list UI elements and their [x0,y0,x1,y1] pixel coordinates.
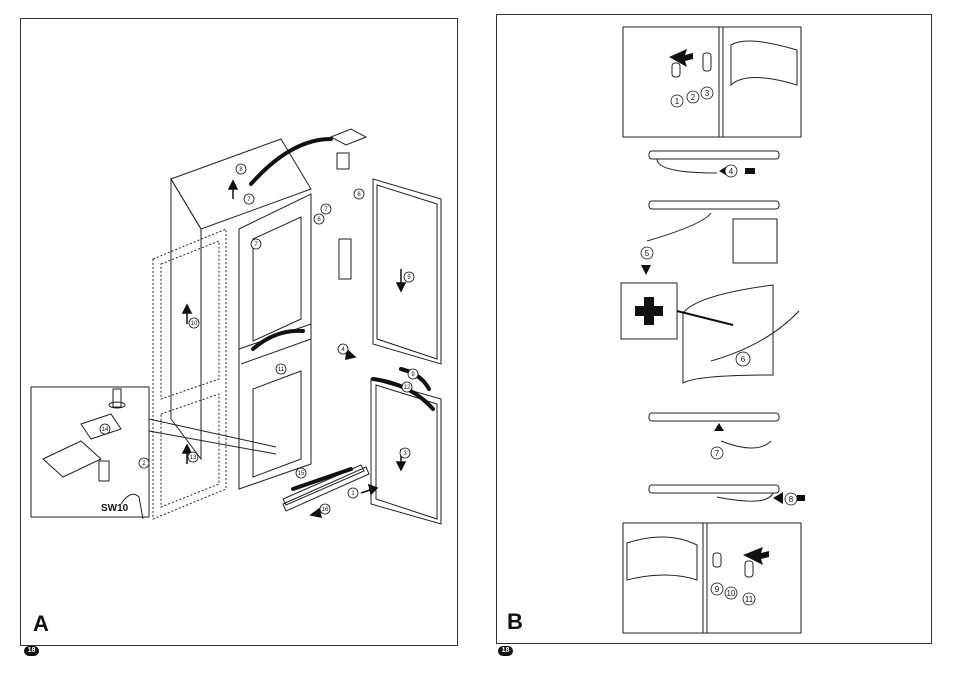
inset-bottom [623,523,801,633]
callout-text-13: 13 [190,455,197,461]
page-number-left: 18 [24,646,39,656]
page-number-right: 18 [498,646,513,656]
arrow-5 [641,265,651,275]
handle-4 [657,159,717,173]
callout-b-text-4: 4 [729,167,734,176]
callout-text-14: 14 [102,427,109,433]
door-edge-7 [649,413,779,421]
callout-b-text-10: 10 [727,589,736,598]
door-edge-4 [649,151,779,159]
hinge-detail-box [31,387,149,517]
callout-text-10: 10 [191,321,198,327]
top-cover [331,129,366,145]
callout-b-text-5: 5 [645,249,650,258]
callout-b-text-2: 2 [691,93,696,102]
lower-compartment [253,371,301,477]
callout-text-16: 16 [322,507,329,513]
arrow-4-tail [745,168,755,174]
hinge-top [337,153,349,169]
arrow-11-curve [253,331,303,349]
cabinet-front [239,194,311,489]
door-edge-5 [649,201,779,209]
callout-text-11: 11 [278,367,285,373]
handle-7 [721,441,771,448]
handle-8 [717,493,773,501]
callout-b-text-11: 11 [745,595,754,604]
callout-b-text-1: 1 [675,97,680,106]
callout-b-text-3: 3 [705,89,710,98]
panel-b-illustration: 1 2 3 4 5 6 7 8 9 10 11 [497,15,931,643]
arrow-8-head [773,492,783,504]
handle-5 [647,213,711,241]
door-edge-8 [649,485,779,493]
hinge-plate [339,239,351,279]
callout-b-text-9: 9 [715,585,720,594]
panel-a: 8 7 7 7 6 6 5 4 10 11 9 12 13 3 1 2 15 1… [20,18,458,646]
upper-compartment [253,217,301,341]
callout-text-12: 12 [404,385,411,391]
inset-top [623,27,801,137]
panel-letter-b: B [507,609,523,635]
upper-door [373,179,441,364]
inset-handle-5 [733,219,777,263]
decor-frame [153,229,226,519]
arrow-6 [711,311,799,361]
tool-label: SW10 [101,503,128,514]
callout-b-text-8: 8 [789,495,794,504]
panel-letter-a: A [33,611,49,637]
callout-b-text-7: 7 [715,449,720,458]
panel-a-illustration: 8 7 7 7 6 6 5 4 10 11 9 12 13 3 1 2 15 1… [21,19,457,645]
callout-text-15: 15 [298,471,305,477]
callout-b-text-6: 6 [741,355,746,364]
arrow-8-tail [797,495,805,501]
plus-icon-h [635,306,663,316]
door-6 [683,285,773,383]
panel-b: 1 2 3 4 5 6 7 8 9 10 11 B [496,14,932,644]
arrow-7 [714,423,724,431]
